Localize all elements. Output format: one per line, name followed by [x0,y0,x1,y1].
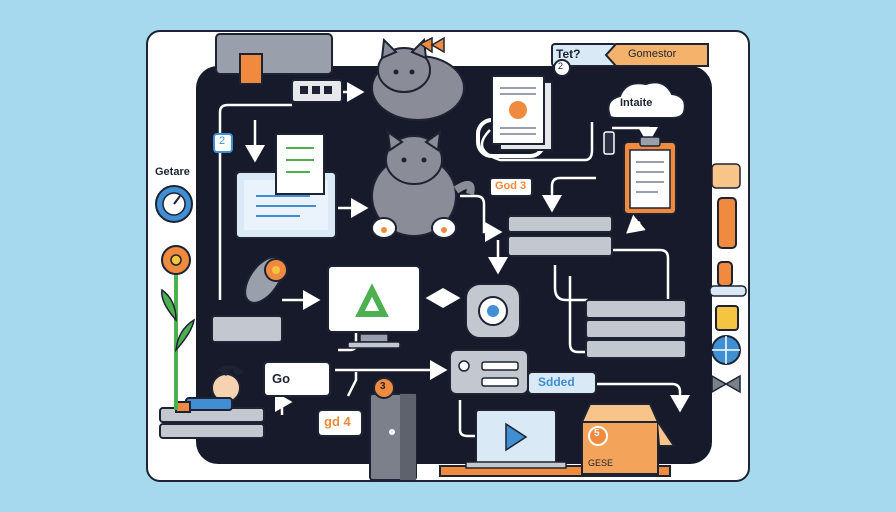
document-icon [476,75,553,158]
step-badge-2-left: 2 [219,135,226,147]
person-icon [159,365,265,439]
sidebar-icons [709,163,747,331]
side-label: Getare [155,166,190,178]
tower-pc-icon [369,393,417,481]
flower-icon [161,245,196,410]
recycle-icon [327,265,421,349]
sdded-label: Sdded [538,375,575,389]
cat-icon [371,129,475,239]
step-badge-3: 3 [380,381,386,392]
box-badge: 5 [594,428,600,439]
cloud-label: Intaite [620,97,653,109]
laptop-icon [439,409,671,477]
god3-label: God 3 [495,180,527,192]
tag-gomestor: Gomestor [628,48,677,60]
router-icon [211,215,687,359]
cloud-icon [607,81,686,119]
gauge-icon [155,185,193,223]
tag-backgrounds [213,43,709,446]
go-label: Go [272,371,291,386]
cat-icon [371,36,465,121]
server-icon [215,33,343,103]
box-label: GESE [588,458,614,468]
bowtie-icon [711,374,741,394]
camera-icon [465,283,521,339]
monitor-icon [235,133,337,239]
step-badge-2-top: 2 [558,61,564,71]
control-panel-icon [449,349,529,395]
clipboard-icon [603,131,677,215]
flower-icon [244,256,288,304]
tag-tet: Tet? [556,47,581,61]
gd4-label: gd 4 [324,414,351,429]
globe-icon [711,335,741,365]
connector-lines [218,82,690,438]
